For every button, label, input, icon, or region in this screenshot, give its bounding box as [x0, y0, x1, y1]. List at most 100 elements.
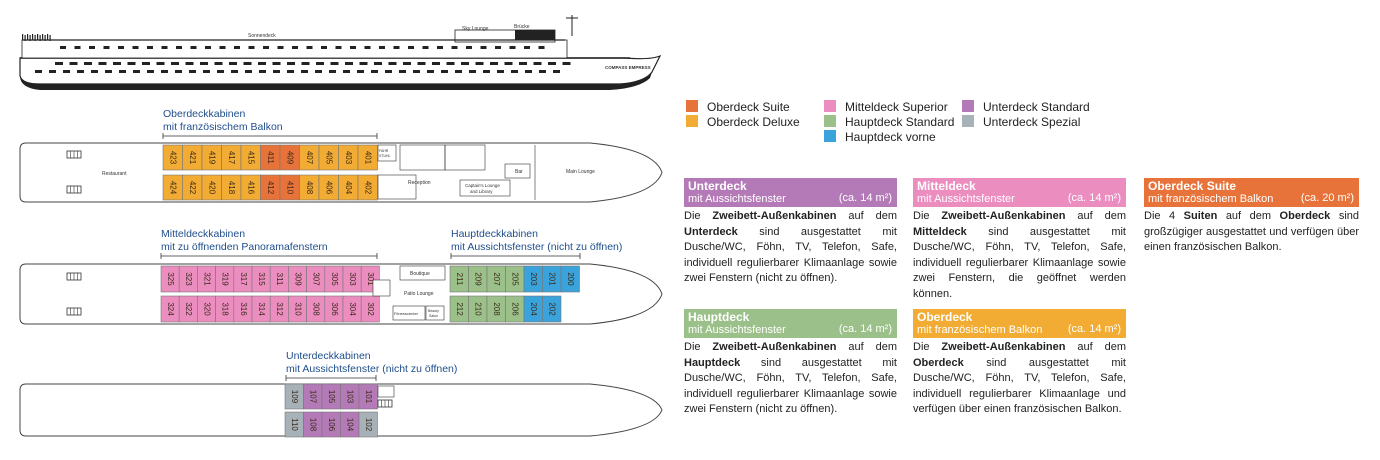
railing: [22, 34, 24, 40]
side-window: [200, 62, 208, 65]
legend-swatch: [686, 100, 698, 112]
side-window: [214, 62, 223, 65]
cabin-number: 405: [325, 151, 334, 165]
card-size: (ca. 20 m²): [1300, 192, 1354, 204]
railing: [37, 34, 39, 40]
side-window: [469, 70, 476, 73]
side-window: [189, 70, 196, 73]
card-body-text: Die: [913, 341, 942, 353]
railing: [49, 35, 51, 41]
card-subtitle: mit Aussichtsfenster: [917, 193, 1015, 205]
legend-item: Mitteldeck Superior: [824, 100, 948, 115]
side-window: [105, 70, 112, 73]
card-hauptdeck: Hauptdeck mit Aussichtsfenster (ca. 14 m…: [684, 309, 897, 418]
cabin-number: 302: [366, 302, 375, 316]
room-label: Salon: [429, 314, 438, 318]
side-window: [371, 70, 378, 73]
room: [425, 305, 445, 321]
room: [399, 144, 446, 171]
cabin-number: 310: [293, 302, 302, 316]
cabin-number: 205: [511, 272, 520, 286]
legend-item: Unterdeck Standard: [962, 100, 1090, 115]
side-window: [480, 46, 487, 49]
cabin-number: 418: [227, 181, 236, 195]
deck-title: mit französischem Balkon: [163, 121, 283, 133]
cabin-number: 411: [266, 151, 275, 164]
deck-hull: [19, 383, 663, 437]
side-window: [403, 62, 411, 65]
side-label: Sky Lounge: [462, 26, 489, 32]
side-window: [217, 70, 224, 73]
card-size: (ca. 14 m²): [1067, 323, 1121, 335]
room-label: Bar: [515, 169, 523, 175]
side-window: [60, 46, 66, 49]
card-body-text: auf dem: [836, 341, 897, 353]
card-size: (ca. 14 m²): [1067, 192, 1121, 204]
cabin-number: 416: [247, 181, 256, 195]
side-window: [495, 46, 501, 49]
card-body: Die Zweibett-Außenkabinen auf dem Oberde…: [913, 340, 1126, 418]
deck-title: mit zu öffnenden Panoramafenstern: [161, 241, 328, 253]
side-window: [316, 62, 324, 65]
side-window: [385, 70, 392, 73]
side-window: [335, 46, 342, 49]
side-window: [399, 70, 406, 73]
side-window: [91, 70, 98, 73]
card-oberdeck: Oberdeck mit französischem Balkon (ca. 1…: [913, 309, 1126, 418]
side-window: [497, 70, 504, 73]
cabin-number: 424: [169, 181, 178, 195]
cabin-number: 109: [290, 390, 299, 404]
side-window: [287, 62, 295, 65]
legend-swatch: [824, 100, 836, 112]
card-body-text: sind ausgestattet mit Dusche/WC, Föhn, T…: [684, 225, 897, 285]
cabin-number: 101: [364, 390, 373, 404]
room-label: Captain's Lounge: [465, 183, 500, 188]
card-body-text: auf dem: [1217, 210, 1280, 222]
railing: [29, 35, 31, 41]
side-window: [185, 62, 194, 65]
side-window: [203, 70, 210, 73]
cabin-number: 200: [566, 272, 575, 286]
railing: [47, 34, 49, 40]
side-window: [147, 46, 153, 49]
room: [444, 144, 486, 171]
side-window: [548, 62, 556, 65]
cabin-number: 407: [305, 151, 314, 165]
room-label: Beauty: [428, 309, 439, 313]
card-unterdeck: Unterdeck mit Aussichtsfenster (ca. 14 m…: [684, 178, 897, 287]
railing: [27, 34, 29, 40]
side-window: [205, 46, 211, 49]
side-window: [277, 46, 284, 49]
side-window: [301, 70, 308, 73]
card-title: Mitteldeck: [917, 179, 976, 193]
cabin-number: 406: [325, 181, 334, 195]
card-title: Hauptdeck: [688, 310, 750, 324]
cabin-number: 401: [364, 151, 373, 165]
side-window: [263, 46, 269, 49]
side-label: Sonnendeck: [248, 33, 276, 39]
side-window: [388, 62, 397, 65]
side-window: [321, 46, 327, 49]
side-window: [359, 62, 368, 65]
room-label: Patio Lounge: [404, 291, 434, 297]
side-window: [231, 70, 238, 73]
cabin-number: 307: [312, 272, 321, 286]
cabin-number: 325: [166, 272, 175, 286]
side-window: [74, 46, 81, 49]
card-body-text: sind ausgestattet mit Dusche/WC, Föhn, T…: [684, 356, 897, 416]
side-window: [190, 46, 197, 49]
legend-label: Oberdeck Suite: [707, 100, 790, 114]
side-window: [77, 70, 84, 73]
cabin-number: 305: [330, 272, 339, 286]
card-body-text: auf dem: [1065, 341, 1126, 353]
cabin-number: 104: [346, 418, 355, 432]
cabin-number: 110: [290, 418, 299, 431]
side-window: [345, 62, 353, 65]
side-window: [171, 62, 179, 65]
side-window: [364, 46, 371, 49]
room-label: Fitnesscenter: [394, 311, 419, 316]
cabin-number: 204: [529, 302, 538, 316]
card-body: Die Zweibett-Außenkabinen auf dem Hauptd…: [684, 340, 897, 418]
